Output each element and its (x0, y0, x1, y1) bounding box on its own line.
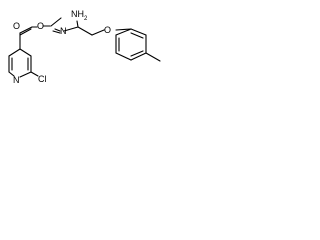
bond-lines (8, 17, 161, 78)
pyridine-nitrogen-label: N (13, 75, 20, 85)
amine-nh-text: NH (71, 9, 84, 19)
chloro-label: Cl (38, 74, 47, 84)
ether-oxygen-label: O (104, 25, 111, 35)
oxime-nitrogen-label: N (60, 26, 67, 36)
amine-h-count: 2 (84, 16, 88, 22)
oxime-oxygen-label: O (37, 21, 44, 31)
atom-labels: O N O NH2 O N Cl (13, 9, 111, 85)
amine-label: NH2 (71, 9, 88, 22)
structure-drawing: O N O NH2 O N Cl (8, 9, 161, 85)
carbonyl-oxygen-label: O (13, 21, 20, 31)
